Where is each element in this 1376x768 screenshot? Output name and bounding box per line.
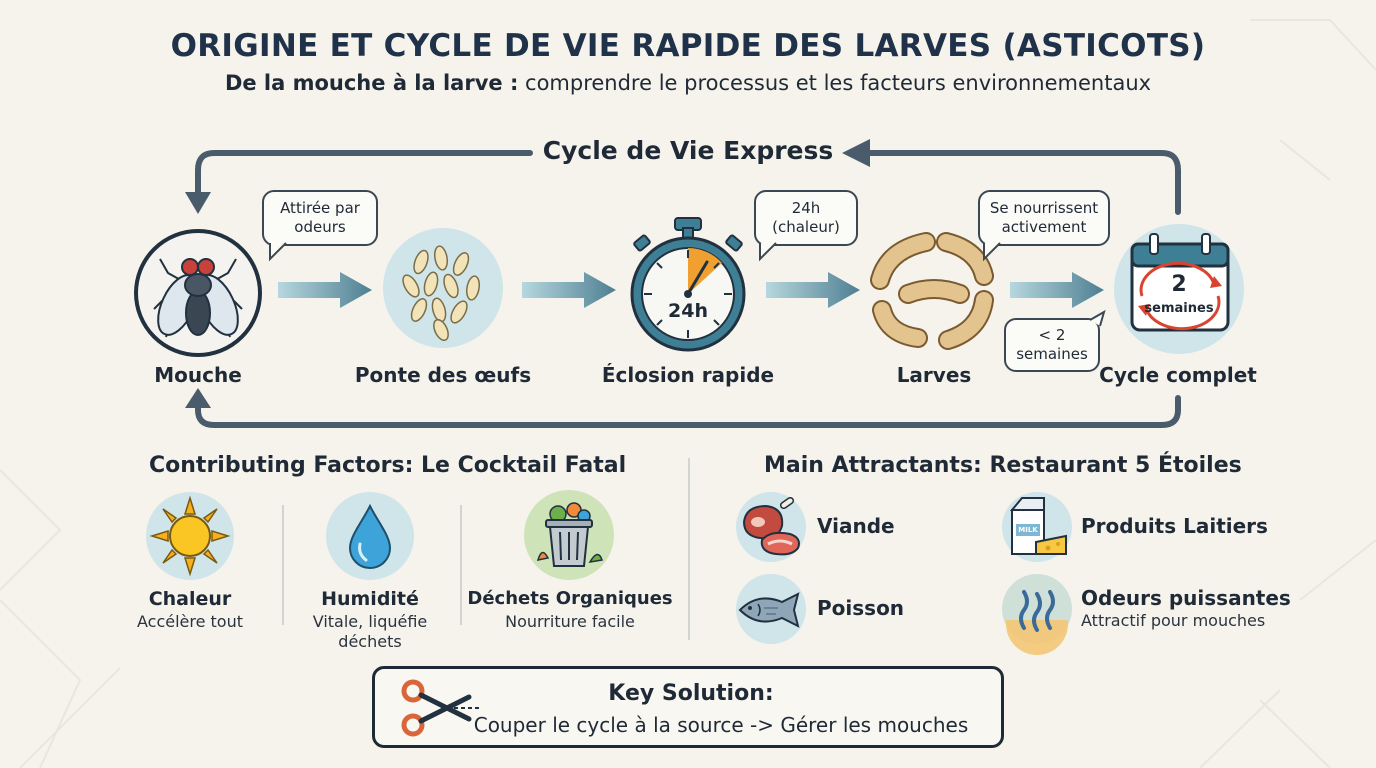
stage-label-larves: Larves: [896, 363, 972, 387]
bubble-semaines-line1: < 2: [1038, 326, 1066, 344]
eggs-stage-circle: [383, 228, 503, 348]
trash-can-icon: [536, 502, 603, 567]
attractant-name-laitiers: Produits Laitiers: [1081, 514, 1268, 538]
arrow-fly-to-eggs: [278, 272, 372, 308]
bubble-nourrissent-line2: activement: [1001, 218, 1087, 236]
odor-circle: [1002, 574, 1072, 655]
stage-label-ponte: Ponte des œufs: [354, 363, 532, 387]
water-drop-icon: [348, 503, 392, 569]
bubble-24h-line1: 24h: [791, 199, 821, 217]
fly-stage-circle: [134, 229, 262, 357]
scissors-icon: [401, 679, 479, 737]
section-divider: [688, 458, 690, 640]
sun-circle: [146, 492, 234, 580]
page-subtitle: De la mouche à la larve : comprendre le …: [0, 71, 1376, 95]
calendar-icon: [1130, 233, 1230, 332]
complete-stage-circle: 2 semaines: [1114, 224, 1244, 354]
dairy-circle: MILK: [1002, 492, 1072, 562]
factor-desc-chaleur: Accélère tout: [136, 612, 244, 631]
fish-circle: [736, 574, 806, 644]
arrow-eggs-to-hatch: [522, 272, 616, 308]
key-solution-box: Key Solution: Couper le cycle à la sourc…: [372, 666, 1004, 748]
factor-name-humidite: Humidité: [321, 588, 419, 610]
subtitle-text: comprendre le processus et les facteurs …: [518, 71, 1152, 95]
calendar-unit: semaines: [1144, 301, 1214, 316]
stage-label-cycle-complet: Cycle complet: [1099, 363, 1257, 387]
attractant-name-odeurs: Odeurs puissantes: [1081, 586, 1291, 610]
trash-circle: [524, 490, 614, 580]
larvae-stage: [868, 230, 998, 350]
eggs-icon: [402, 245, 481, 342]
attractant-name-viande: Viande: [817, 514, 895, 538]
attractant-name-poisson: Poisson: [817, 596, 905, 620]
bubble-nourrissent-line1: Se nourrissent: [989, 199, 1099, 217]
subtitle-lead: De la mouche à la larve :: [224, 71, 519, 95]
calendar-number: 2: [1171, 272, 1187, 297]
bubble-attiree-line2: odeurs: [294, 218, 346, 236]
fish-icon: [738, 592, 800, 628]
stopwatch-icon: [630, 217, 746, 352]
attractant-desc-odeurs: Attractif pour mouches: [1081, 611, 1266, 630]
arrow-larvae-to-complete: [1010, 272, 1104, 308]
cycle-title: Cycle de Vie Express: [542, 136, 834, 165]
factor-name-dechets: Déchets Organiques: [467, 588, 673, 609]
fly-icon: [153, 258, 243, 338]
bubble-semaines-tail: [1089, 309, 1106, 327]
meat-circle: [736, 492, 806, 562]
page-title: ORIGINE ET CYCLE DE VIE RAPIDE DES LARVE…: [170, 28, 1206, 64]
bubble-24h-tail: [759, 242, 777, 262]
hatch-stage-circle: 24h: [627, 217, 749, 352]
arrow-hatch-to-larvae: [766, 272, 860, 308]
attractants-title: Main Attractants: Restaurant 5 Étoiles: [764, 453, 1242, 478]
stopwatch-label: 24h: [668, 300, 708, 322]
bubble-24h: 24h(chaleur): [754, 190, 858, 246]
drop-circle: [326, 492, 414, 580]
factor-desc-dechets: Nourriture facile: [505, 612, 635, 631]
dairy-icon: [1009, 497, 1067, 555]
factor-desc-humidite-1: Vitale, liquéfie: [312, 612, 428, 631]
sun-icon: [149, 495, 231, 577]
larvae-icon: [870, 232, 994, 350]
bubble-24h-line2: (chaleur): [772, 218, 840, 236]
bubble-semaines-line2: semaines: [1016, 345, 1088, 363]
factor-desc-humidite-2: déchets: [338, 632, 402, 651]
meat-icon: [742, 496, 800, 556]
factor-divider-2: [460, 505, 462, 625]
bubble-nourrissent-tail: [983, 242, 1001, 262]
dairy-milk-label: MILK: [1018, 526, 1038, 534]
key-solution-title: Key Solution:: [608, 681, 774, 706]
factor-divider-1: [282, 505, 284, 625]
factor-name-chaleur: Chaleur: [148, 588, 232, 610]
bubble-attiree-tail: [269, 242, 287, 262]
stage-label-mouche: Mouche: [154, 363, 242, 387]
bubble-attiree-line1: Attirée par: [280, 199, 360, 217]
stage-label-eclosion: Éclosion rapide: [601, 363, 775, 387]
key-solution-text: Couper le cycle à la source -> Gérer les…: [473, 713, 969, 737]
factors-title: Contributing Factors: Le Cocktail Fatal: [149, 453, 627, 478]
odor-icon: [1006, 590, 1068, 655]
